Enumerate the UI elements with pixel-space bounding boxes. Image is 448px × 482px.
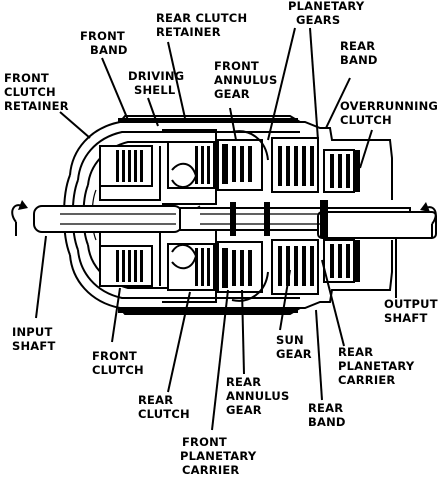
label-driving-shell: DRIVING SHELL (128, 69, 189, 97)
label-sun-gear: SUN GEAR (276, 333, 312, 361)
label-front-planetary-carrier: FRONT PLANETARY CARRIER (180, 435, 261, 477)
labels: FRONT BAND REAR CLUTCH RETAINER PLANETAR… (4, 0, 442, 477)
rear-clutch-lower (167, 243, 215, 291)
label-rear-planetary-carrier: REAR PLANETARY CARRIER (338, 345, 419, 387)
rear-clutch-upper (167, 141, 215, 189)
front-clutch-pack-upper (99, 145, 161, 201)
housing-lower (69, 240, 393, 315)
input-rotation-arrow (11, 200, 28, 236)
label-front-clutch: FRONT CLUTCH (92, 349, 144, 377)
housing-upper (69, 115, 393, 200)
leader-lines (35, 27, 397, 431)
overrunning-clutch (323, 149, 360, 283)
label-overrunning-clutch: OVERRUNNING CLUTCH (340, 99, 442, 127)
label-front-clutch-retainer: FRONT CLUTCH RETAINER (4, 71, 69, 113)
label-front-band: FRONT BAND (80, 29, 129, 57)
label-input-shaft: INPUT SHAFT (12, 325, 57, 353)
label-rear-clutch-retainer: REAR CLUTCH RETAINER (156, 11, 252, 39)
label-rear-annulus-gear: REAR ANNULUS GEAR (226, 375, 294, 417)
label-rear-band-bottom: REAR BAND (308, 401, 348, 429)
label-front-annulus-gear: FRONT ANNULUS GEAR (214, 59, 282, 101)
label-rear-band-top: REAR BAND (340, 39, 380, 67)
output-rotation-arrow (420, 202, 437, 238)
label-rear-clutch: REAR CLUTCH (138, 393, 190, 421)
front-planetary-lower (217, 241, 269, 302)
label-planetary-gears: PLANETARY GEARS (288, 0, 369, 27)
front-planetary-upper (217, 130, 269, 191)
rear-planetary-lower (271, 239, 319, 295)
label-output-shaft: OUTPUT SHAFT (384, 297, 442, 325)
shafts (33, 200, 437, 239)
front-clutch-pack-lower (99, 231, 161, 287)
rear-planetary-upper (271, 137, 319, 193)
